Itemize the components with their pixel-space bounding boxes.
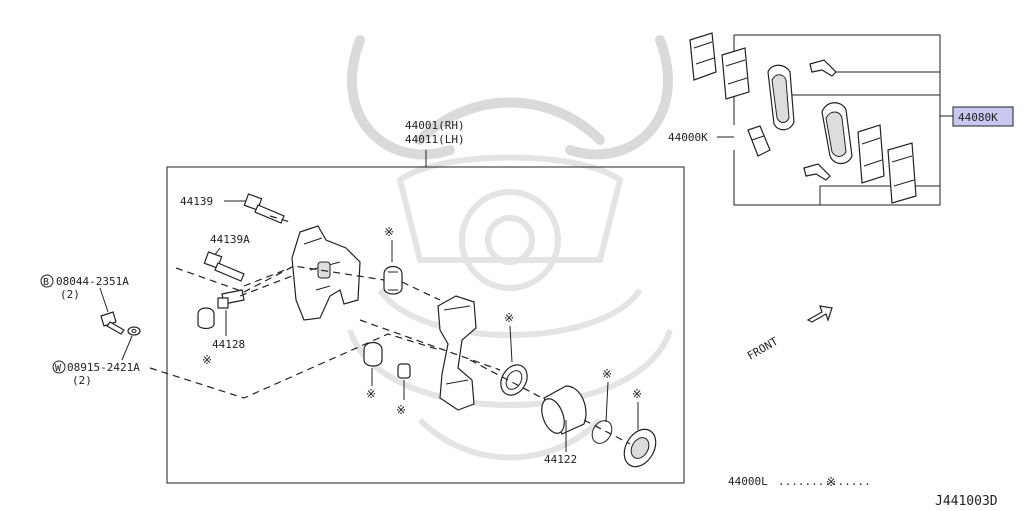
legend-dots: .............. [778, 475, 871, 488]
pin-boot-upper [383, 265, 403, 295]
legend-part-label: 44000L [728, 475, 768, 488]
washer-marker: W [55, 363, 62, 374]
pin-sleeve [397, 363, 411, 379]
pad-kit-highlight-box[interactable] [952, 106, 1014, 127]
bolt-marker-circle [40, 274, 54, 288]
piston-label: 44122 [544, 453, 577, 466]
asterisk-piston-boot: ※ [632, 387, 642, 401]
pad-shim-outer-2 [721, 47, 750, 100]
pad-shim-inner-1 [857, 124, 885, 184]
watermark-logo [347, 35, 673, 461]
pad-shim-outer-1 [689, 32, 717, 81]
caliper-rh-label: 44001(RH) [405, 119, 465, 132]
piston [541, 385, 587, 435]
washer-qty-label: (2) [72, 374, 92, 387]
caliper-lh-label: 44011(LH) [405, 133, 465, 146]
pad-shim-inner-2 [887, 142, 917, 204]
piston-boot [623, 428, 657, 468]
bolt-marker: B [43, 277, 49, 288]
pin-boot-lower [363, 341, 383, 367]
bleeder-screw [217, 289, 245, 309]
pad-kit-highlight-label[interactable]: 44080K [958, 111, 998, 124]
front-arrow: FRONT [745, 305, 833, 363]
caliper-body [437, 295, 477, 411]
asterisk-boot-upper: ※ [384, 225, 394, 239]
bleeder-cap [197, 307, 215, 330]
washer-marker-circle [52, 360, 66, 374]
pad-wear-indicator [747, 125, 771, 157]
brake-pad-outer [767, 64, 795, 131]
front-label: FRONT [745, 335, 781, 363]
asterisk-boot-lower: ※ [366, 387, 376, 401]
legend-asterisk: ※ [826, 475, 836, 489]
pin-bolt [243, 193, 285, 224]
asterisk-piston-seal: ※ [504, 311, 514, 325]
mounting-bolt [100, 311, 125, 335]
washer-part-label: 08915-2421A [67, 361, 140, 374]
bolt-qty-label: (2) [60, 288, 80, 301]
caliper-bracket [291, 225, 361, 321]
bolt-part-label: 08044-2351A [56, 275, 129, 288]
bleeder-label: 44128 [212, 338, 245, 351]
pin-bolt-a-label: 44139A [210, 233, 250, 246]
pad-kit-label: 44000K [668, 131, 708, 144]
diagram-code: J441003D [935, 494, 998, 509]
pin-bolt-label: 44139 [180, 195, 213, 208]
caliper-assembly-box [166, 166, 685, 484]
pin-bolt-a [203, 251, 245, 282]
brake-pad-inner [821, 102, 853, 165]
asterisk-pin-sleeve: ※ [396, 403, 406, 417]
piston-seal [500, 364, 528, 396]
washer [127, 326, 141, 336]
asterisk-bleeder-cap: ※ [202, 353, 212, 367]
asterisk-retaining-ring: ※ [602, 367, 612, 381]
retaining-ring [591, 420, 613, 444]
pad-retainer-clip-bottom [803, 163, 831, 181]
pad-retainer-clip-top [809, 59, 837, 77]
